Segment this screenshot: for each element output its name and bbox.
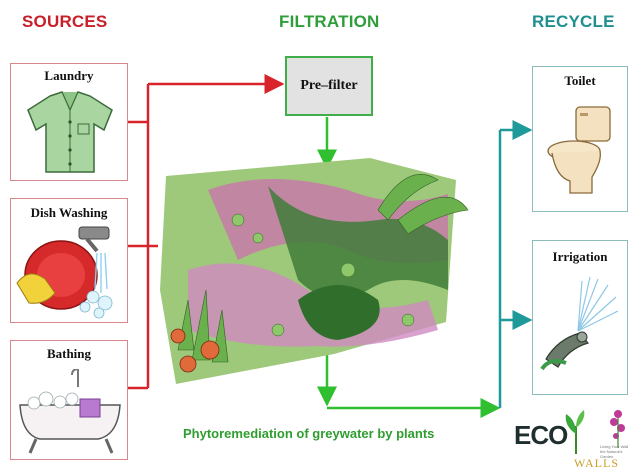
recycle-connector-lines: [498, 120, 533, 408]
sources-header: SOURCES: [22, 12, 108, 31]
filtration-caption: Phytoremediation of greywater by plants: [183, 426, 435, 441]
pre-filter-label: Pre–filter: [300, 78, 358, 93]
living-wall-illustration: [160, 158, 469, 384]
logo-plant-icon: [565, 410, 585, 454]
source-label: Dish Washing: [30, 205, 108, 220]
logo-tagline: Living Your Wall the Natural's Garden: [600, 444, 629, 459]
toilet-icon: [547, 106, 611, 194]
source-box-dish-washing: Dish Washing: [10, 198, 128, 323]
logo-flower-icon: [610, 410, 625, 448]
sprinkler-icon: [540, 276, 619, 371]
source-box-laundry: Laundry: [10, 63, 128, 181]
source-label: Laundry: [44, 68, 94, 83]
filtration-header: FILTRATION: [279, 12, 380, 31]
recycle-label: Irrigation: [552, 249, 608, 264]
source-box-bathing: Bathing: [10, 340, 128, 460]
source-label: Bathing: [46, 346, 92, 361]
recycle-label: Toilet: [564, 73, 596, 88]
dish-washing-icon: [16, 226, 113, 319]
logo-text-bottom: WALLS: [574, 456, 619, 470]
shirt-icon: [27, 91, 113, 173]
pre-filter-box: Pre–filter: [285, 56, 373, 116]
bathtub-icon: [19, 369, 121, 454]
recycle-box-toilet: Toilet: [532, 66, 628, 212]
filtration-connector-lines: [317, 117, 501, 418]
recycle-header: RECYCLE: [532, 12, 615, 31]
source-connector-lines: [128, 74, 285, 390]
recycle-box-irrigation: Irrigation: [532, 240, 628, 395]
logo-text-top: ECO: [514, 420, 568, 450]
eco-walls-logo: ECO WALLS Living Your Wall the Natural's…: [514, 410, 634, 470]
